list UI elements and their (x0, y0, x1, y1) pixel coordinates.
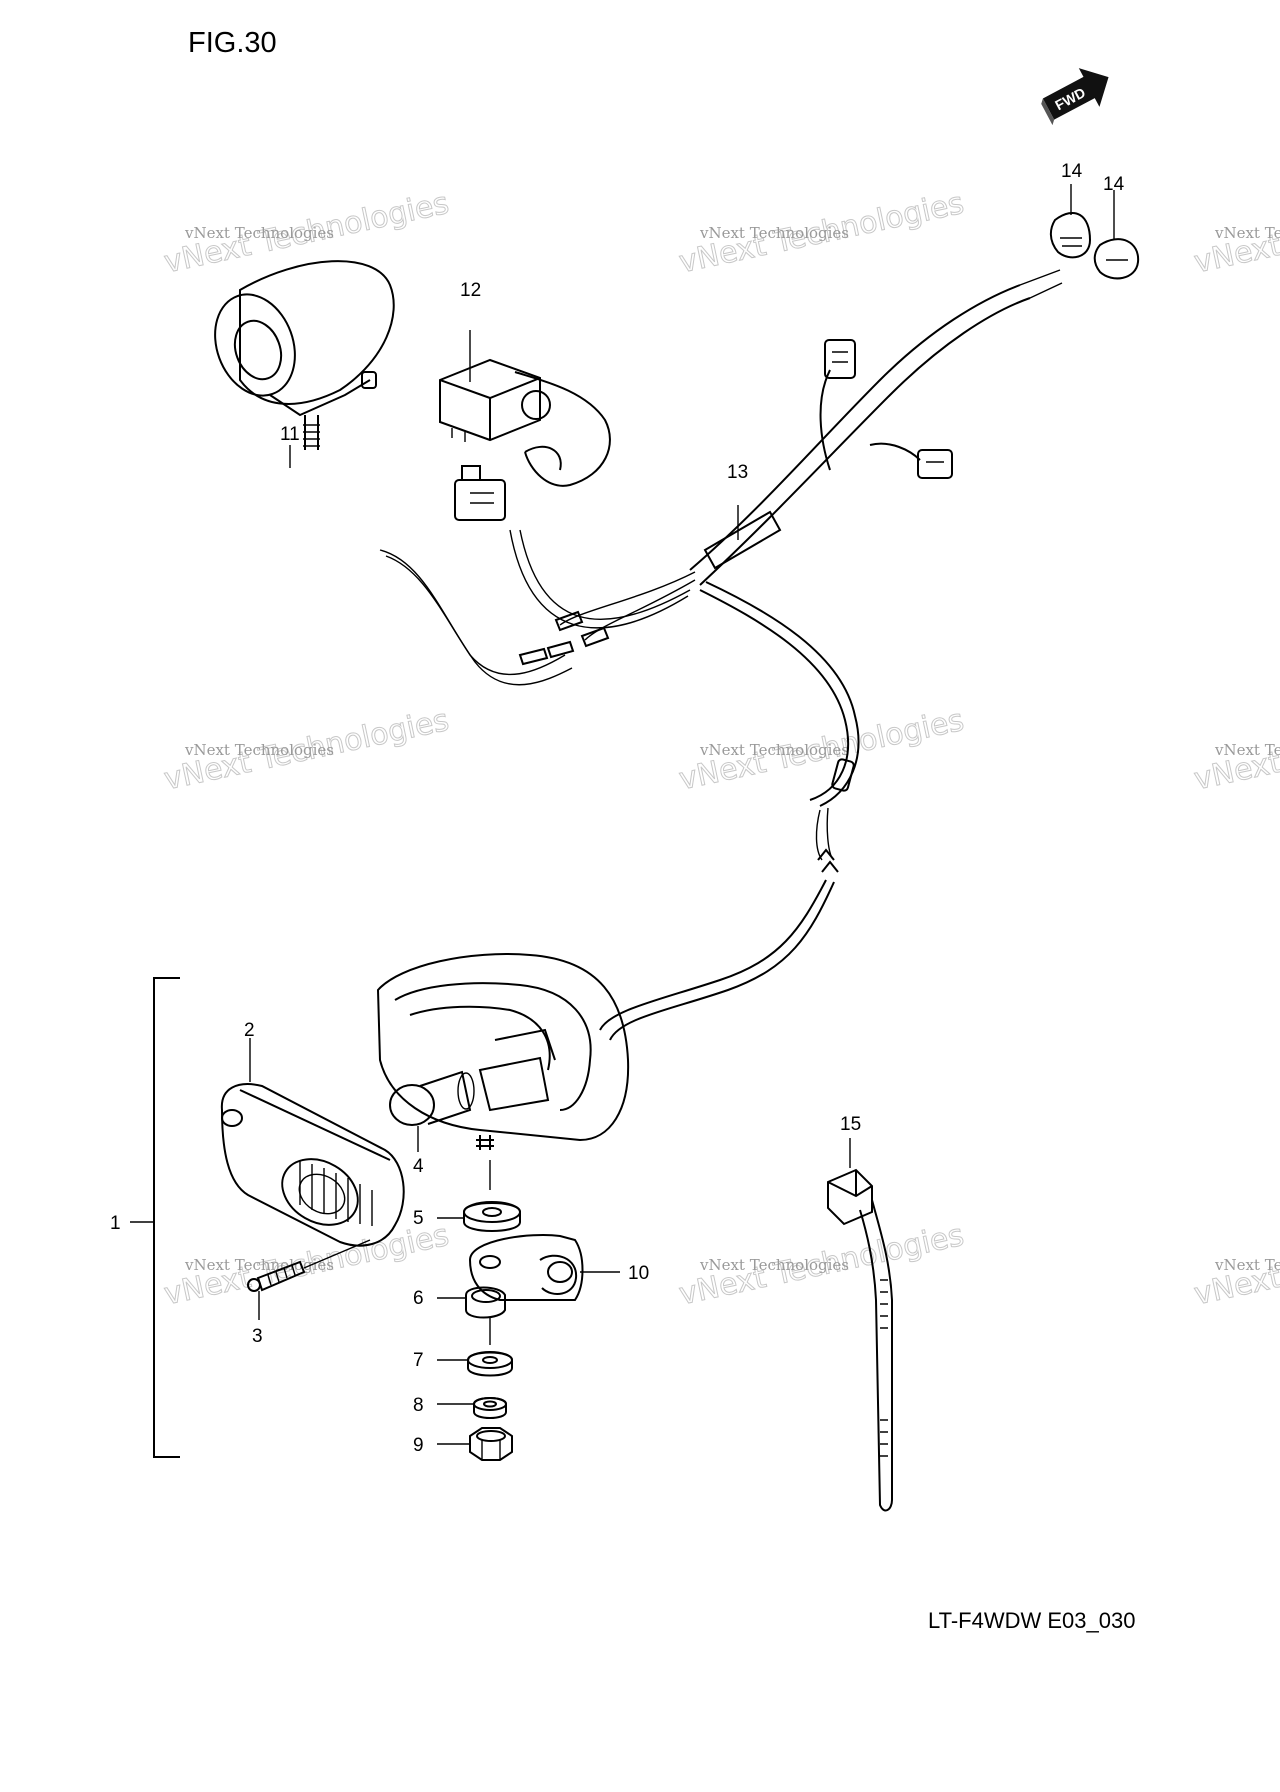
part-8-lockwasher (473, 1397, 507, 1419)
callout-7: 7 (413, 1350, 424, 1371)
svg-text:vNext Technologies: vNext Technologies (1214, 224, 1280, 242)
part-13-harness (379, 269, 1063, 1041)
callout-12: 12 (460, 280, 481, 301)
callout-8: 8 (413, 1395, 424, 1416)
watermark: vNext Technologies vNext Technologies (676, 702, 968, 798)
callout-6: 6 (413, 1288, 424, 1309)
callout-3: 3 (252, 1326, 263, 1347)
fwd-arrow-icon: FWD (1041, 68, 1109, 126)
watermark: vNext Technologies vNext Technologies (1191, 1217, 1280, 1313)
watermark: vNext Technologies vNext Technologies (161, 702, 453, 798)
part-7-washer (467, 1351, 513, 1377)
svg-text:vNext Technologies: vNext Technologies (699, 1256, 849, 1274)
taillight-housing (376, 953, 630, 1142)
callout-5: 5 (413, 1208, 424, 1229)
watermark-group: vNext Technologies vNext Technologies vN… (161, 185, 1280, 1313)
svg-text:vNext Technologies: vNext Technologies (699, 741, 849, 759)
callout-13: 13 (727, 462, 748, 483)
svg-text:vNext Technologies: vNext Technologies (184, 741, 334, 759)
callout-10: 10 (628, 1263, 649, 1284)
part-9-nut (469, 1427, 513, 1461)
watermark: vNext Technologies vNext Technologies (161, 185, 453, 281)
callout-1: 1 (110, 1213, 121, 1234)
callout-14b: 14 (1103, 174, 1125, 195)
part-14-connectors (1049, 211, 1140, 280)
drawing-code: LT-F4WDW E03_030 (928, 1608, 1135, 1633)
svg-text:vNext Technologies: vNext Technologies (1214, 741, 1280, 759)
callout-labels: 11 12 13 14 14 2 4 5 6 7 8 9 10 3 15 1 (110, 161, 1125, 1456)
figure-title: FIG.30 (188, 27, 277, 59)
part-5-washer (463, 1201, 521, 1232)
leader-lines (130, 184, 1115, 1458)
part-2-lens (220, 1083, 405, 1247)
mounting-stud (476, 1135, 494, 1150)
callout-11: 11 (280, 424, 300, 445)
part-4-bulb (389, 1070, 475, 1126)
watermark: vNext Technologies vNext Technologies (1191, 185, 1280, 281)
callout-2: 2 (244, 1020, 255, 1041)
watermark: vNext Technologies vNext Technologies (676, 1217, 968, 1313)
watermark: vNext Technologies vNext Technologies (161, 1217, 453, 1313)
part-11-lamp (214, 260, 395, 450)
part-12-relay (439, 358, 611, 487)
part-3-screw (247, 1239, 371, 1292)
callout-4: 4 (413, 1156, 424, 1177)
callout-14a: 14 (1061, 161, 1083, 182)
svg-text:vNext Technologies: vNext Technologies (1214, 1256, 1280, 1274)
svg-text:vNext Technologies: vNext Technologies (184, 1256, 334, 1274)
callout-15: 15 (840, 1114, 861, 1135)
watermark: vNext Technologies vNext Technologies (676, 185, 968, 281)
watermark: vNext Technologies vNext Technologies (1191, 702, 1280, 798)
callout-9: 9 (413, 1435, 424, 1456)
connector-block (454, 465, 506, 521)
part-10-bracket (465, 1234, 584, 1345)
part-15-cable-tie (827, 1168, 893, 1512)
svg-text:vNext Technologies: vNext Technologies (699, 224, 849, 242)
svg-text:vNext Technologies: vNext Technologies (184, 224, 334, 242)
